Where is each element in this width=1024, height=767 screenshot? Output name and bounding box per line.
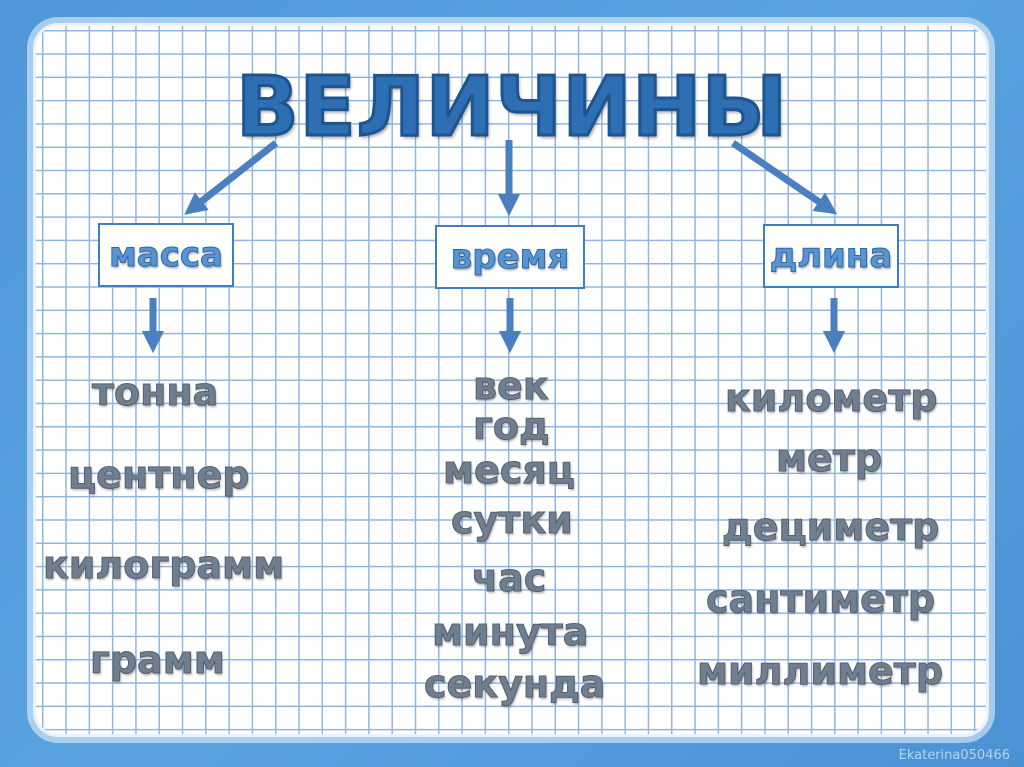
author-watermark: Ekaterina050466 [899,748,1010,763]
category-box-length: длина [763,224,899,288]
unit-mass-kilogram: килограмм [43,543,284,587]
unit-time-minute: минута [432,610,588,654]
unit-mass-gram: грамм [90,638,225,682]
unit-time-century: век [473,364,549,408]
category-label-mass: масса [109,235,223,275]
unit-time-second: секунда [424,662,605,706]
category-label-length: длина [770,236,893,276]
unit-mass-centner: центнер [68,453,249,497]
unit-length-kilometer: километр [725,376,937,420]
category-box-time: время [435,225,585,289]
unit-length-millimeter: миллиметр [697,649,943,693]
unit-mass-ton: тонна [92,370,218,414]
unit-time-year: год [473,404,550,448]
category-label-time: время [451,237,570,277]
unit-length-centimeter: сантиметр [706,577,935,621]
unit-time-day: сутки [451,498,573,542]
unit-length-meter: метр [776,436,882,480]
unit-time-month: месяц [443,448,575,492]
main-title: ВЕЛИЧИНЫ [0,60,1024,155]
unit-length-decimeter: дециметр [722,505,939,549]
unit-time-hour: час [472,556,546,600]
category-box-mass: масса [98,223,234,287]
